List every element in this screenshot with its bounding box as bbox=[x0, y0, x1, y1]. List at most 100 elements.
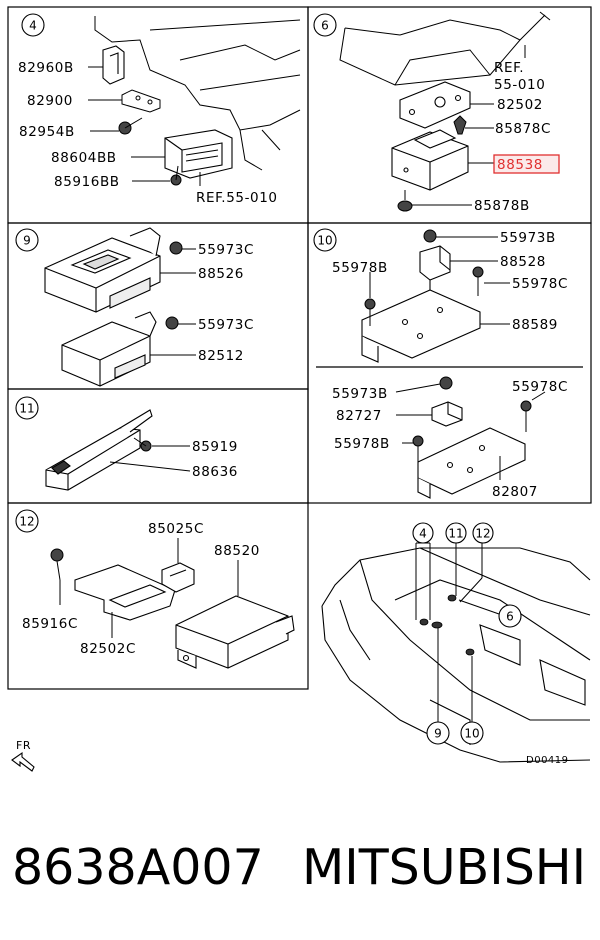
bracket-82502c bbox=[74, 564, 176, 621]
ecu-82512 bbox=[61, 311, 157, 387]
module-88636 bbox=[45, 409, 153, 491]
panel-11: 11 85919 88636 bbox=[15, 396, 238, 491]
label-88528: 88528 bbox=[500, 254, 546, 270]
label-85878c: 85878C bbox=[495, 121, 551, 137]
screw-85916bb bbox=[170, 165, 182, 186]
drawing-code: D00419 bbox=[526, 755, 569, 766]
panel-12-leaders bbox=[59, 538, 239, 638]
body-panel-outline bbox=[94, 16, 301, 171]
label-88538-highlighted: 88538 bbox=[497, 157, 543, 173]
bolt-55978b-bottom bbox=[412, 435, 424, 464]
nut-55973c-top bbox=[169, 241, 183, 255]
label-85916bb: 85916BB bbox=[54, 174, 120, 190]
part-number: 8638A007 bbox=[12, 839, 264, 896]
panel-10-id: 10 bbox=[317, 234, 332, 248]
vehicle-callout-10 bbox=[460, 721, 484, 745]
panel-4-leaders bbox=[88, 66, 201, 186]
panel-10-badge bbox=[313, 228, 337, 252]
label-82512: 82512 bbox=[198, 348, 244, 364]
panel-11-badge bbox=[15, 396, 39, 420]
vehicle-callout-leaders bbox=[415, 542, 500, 722]
bolt-85878c bbox=[453, 115, 467, 135]
bracket-82960b bbox=[102, 45, 125, 85]
front-direction-indicator: FR bbox=[11, 739, 35, 772]
panel-12: 12 85025C 88520 85916C 82502C bbox=[15, 509, 295, 669]
harness-82900 bbox=[121, 89, 161, 113]
floor-outline bbox=[339, 11, 551, 86]
bolt-85878b bbox=[397, 190, 413, 212]
brand-name: MITSUBISHI bbox=[302, 839, 587, 896]
panel-6-badge bbox=[313, 13, 337, 37]
panel-11-leaders bbox=[109, 445, 191, 472]
vehicle-callout-4-text: 4 bbox=[419, 527, 427, 541]
vehicle-module-marks bbox=[419, 594, 475, 656]
label-ref: REF. bbox=[494, 60, 524, 76]
vehicle-callout-12 bbox=[472, 522, 494, 544]
nut-55973c-bottom bbox=[165, 316, 179, 330]
label-82502c: 82502C bbox=[80, 641, 136, 657]
nut-55973b-top bbox=[423, 229, 437, 243]
label-85878b: 85878B bbox=[474, 198, 530, 214]
panel-10: 10 55973B 55978B 88528 55978C 88589 bbox=[313, 228, 568, 500]
vehicle-callout-6 bbox=[498, 604, 522, 628]
label-88636: 88636 bbox=[192, 464, 238, 480]
label-55973b-a: 55973B bbox=[500, 230, 556, 246]
vehicle-callout-9-text: 9 bbox=[434, 727, 442, 741]
label-82727: 82727 bbox=[336, 408, 382, 424]
label-55973c-a: 55973C bbox=[198, 242, 254, 258]
highlight-box-88538 bbox=[493, 154, 560, 174]
panel-12-id: 12 bbox=[19, 515, 34, 529]
label-55978c-b: 55978C bbox=[512, 379, 568, 395]
ecu-88526 bbox=[44, 227, 161, 313]
label-82900: 82900 bbox=[27, 93, 73, 109]
panel-4: 4 bbox=[18, 13, 301, 206]
bolt-55978b-top bbox=[364, 298, 376, 326]
label-85919: 85919 bbox=[192, 439, 238, 455]
vehicle-callout-6-text: 6 bbox=[506, 610, 514, 624]
panel-9-id: 9 bbox=[23, 234, 31, 248]
front-arrow-icon bbox=[11, 751, 35, 772]
label-85916c: 85916C bbox=[22, 616, 78, 632]
panel-9-leaders bbox=[150, 248, 196, 356]
label-88589: 88589 bbox=[512, 317, 558, 333]
vehicle-callout-circles bbox=[412, 522, 522, 745]
sensor-88520 bbox=[175, 595, 295, 669]
vehicle-callout-12-text: 12 bbox=[475, 527, 490, 541]
vehicle-view: 4 11 12 6 9 10 D00419 bbox=[321, 522, 591, 766]
label-55978c-a: 55978C bbox=[512, 276, 568, 292]
label-82807: 82807 bbox=[492, 484, 538, 500]
vehicle-callout-4 bbox=[412, 522, 434, 544]
panel-6-id: 6 bbox=[321, 19, 329, 33]
panel-10-frame bbox=[307, 222, 592, 504]
bracket-88589 bbox=[361, 289, 481, 363]
label-55-010: 55-010 bbox=[494, 77, 545, 93]
label-85025c: 85025C bbox=[148, 521, 204, 537]
panel-4-badge bbox=[21, 13, 45, 37]
panel-10-lower-leaders bbox=[395, 383, 546, 480]
sensor-88528 bbox=[419, 245, 451, 290]
fr-label: FR bbox=[16, 739, 31, 752]
panel-6-leaders bbox=[412, 45, 526, 206]
vehicle-callout-10-text: 10 bbox=[464, 727, 479, 741]
panel-6: 6 bbox=[313, 11, 560, 214]
panel-12-frame bbox=[7, 502, 309, 690]
panel-4-id: 4 bbox=[29, 19, 37, 33]
label-55978b-a: 55978B bbox=[332, 260, 388, 276]
label-55973c-b: 55973C bbox=[198, 317, 254, 333]
vehicle-callout-9 bbox=[426, 721, 450, 745]
bracket-82807 bbox=[417, 427, 526, 499]
connector-85025c bbox=[161, 562, 195, 593]
parts-diagram: 4 bbox=[7, 6, 592, 772]
label-82954b: 82954B bbox=[19, 124, 75, 140]
vehicle-callout-11-text: 11 bbox=[448, 527, 463, 541]
module-88604bb bbox=[164, 129, 233, 179]
label-88520: 88520 bbox=[214, 543, 260, 559]
panel-9-badge bbox=[15, 228, 39, 252]
bolt-85919 bbox=[133, 437, 152, 452]
label-82502: 82502 bbox=[497, 97, 543, 113]
module-88538 bbox=[391, 129, 469, 191]
sensor-82727 bbox=[431, 401, 463, 427]
bolt-82954b bbox=[118, 117, 143, 135]
bolt-55978c-top bbox=[472, 266, 484, 296]
label-82960b: 82960B bbox=[18, 60, 74, 76]
